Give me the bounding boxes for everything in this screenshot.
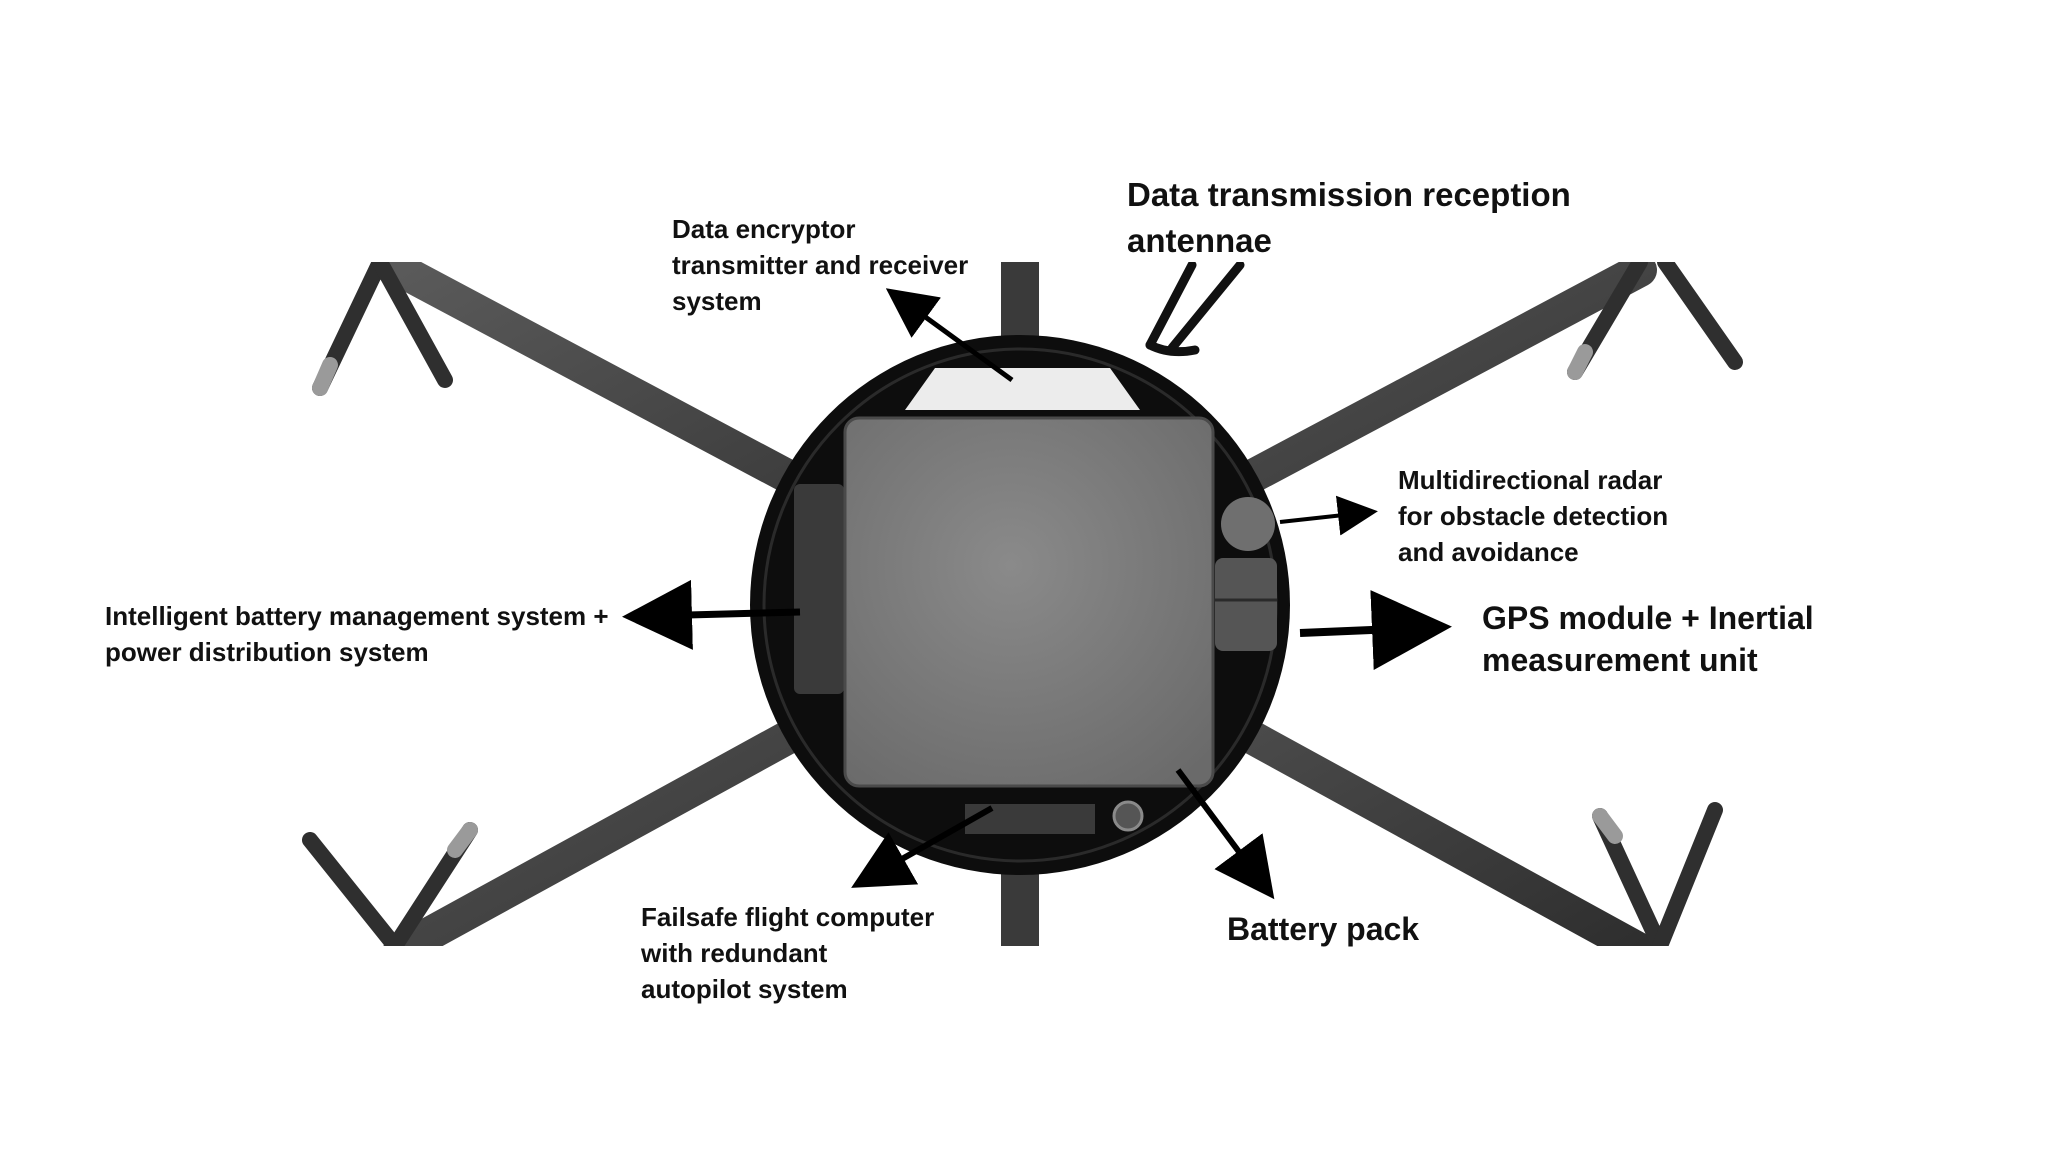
radar-sensor (1221, 497, 1275, 551)
antennae (1145, 262, 1245, 357)
arrow-battery-pack (1175, 768, 1275, 900)
label-line: antennae (1127, 222, 1272, 259)
battery-management-module (794, 484, 844, 694)
label-line: Data encryptor (672, 214, 856, 244)
arrow-encryptor (885, 288, 1014, 383)
flight-computer-indicator (1112, 800, 1144, 832)
label-line: Battery pack (1227, 911, 1420, 947)
label-line: power distribution system (105, 637, 429, 667)
label-line: measurement unit (1482, 642, 1758, 678)
pointer-arrows (622, 288, 1452, 900)
label-line: Failsafe flight computer (641, 902, 935, 932)
label-line: Multidirectional radar (1398, 465, 1663, 495)
label-line: with redundant (641, 938, 828, 968)
label-antennae: Data transmission reception antennae (1127, 172, 1571, 264)
battery-pack (843, 416, 1215, 788)
label-line: for obstacle detection (1398, 501, 1669, 531)
label-line: transmitter and receiver (672, 250, 969, 280)
arrow-battery-management (622, 579, 801, 650)
propeller-top-left (312, 262, 453, 396)
propeller-bottom-left (302, 822, 478, 946)
label-line: GPS module + Inertial (1482, 600, 1814, 636)
arrow-radar (1279, 495, 1378, 536)
label-line: Data transmission reception (1127, 176, 1571, 213)
label-radar: Multidirectional radar for obstacle dete… (1398, 462, 1668, 570)
label-data-encryptor: Data encryptor transmitter and receiver … (672, 211, 968, 319)
propeller-bottom-right (1592, 802, 1723, 946)
label-battery-management: Intelligent battery management system + … (105, 598, 609, 670)
drone-photo (302, 262, 1743, 946)
label-gps-imu: GPS module + Inertial measurement unit (1482, 597, 1814, 681)
label-flight-computer: Failsafe flight computer with redundant … (641, 899, 934, 1007)
gps-imu-module (1215, 558, 1277, 651)
encryptor-module (905, 368, 1140, 410)
label-line: Intelligent battery management system + (105, 601, 609, 631)
label-battery-pack: Battery pack (1227, 906, 1419, 952)
arrow-flight-computer (851, 805, 994, 888)
flight-computer-module (965, 804, 1095, 834)
arrow-gps (1299, 590, 1452, 670)
propeller-top-right (1567, 262, 1743, 380)
label-line: system (672, 286, 762, 316)
label-line: and avoidance (1398, 537, 1579, 567)
label-line: autopilot system (641, 974, 848, 1004)
